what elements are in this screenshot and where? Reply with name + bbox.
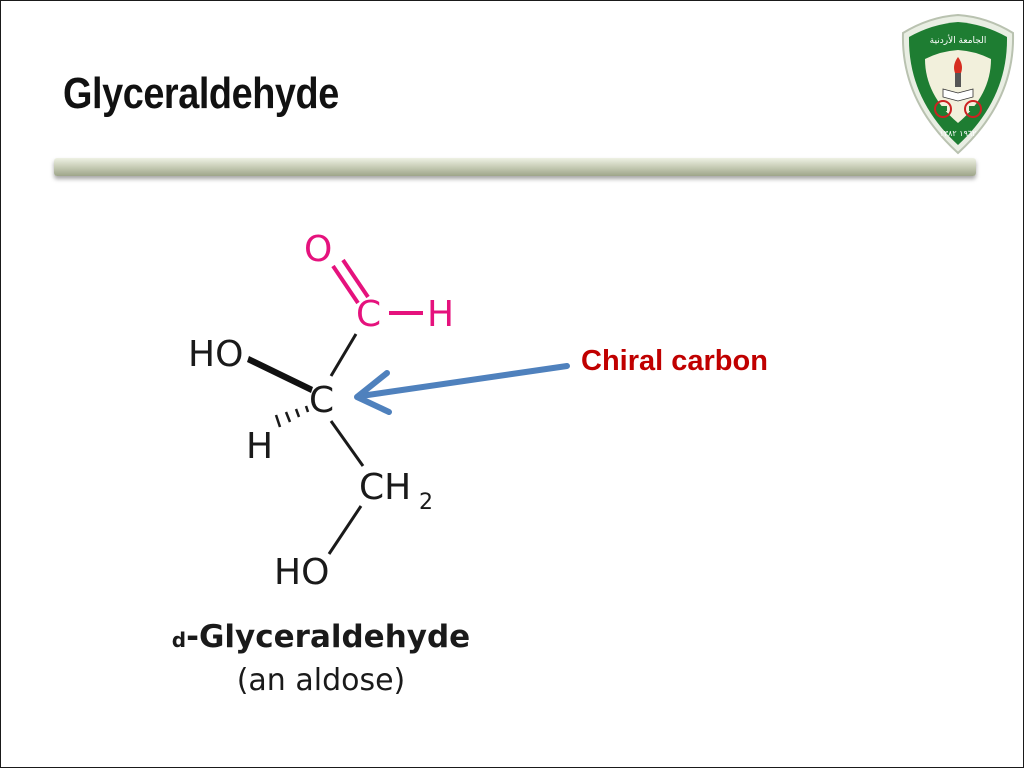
crest-torch-flame-icon [954,57,962,73]
crest-founding-year: ١٩٦٢ ١٣٨٢ [940,129,977,138]
c1-c2-bond [329,333,358,377]
c3-oh-bond [327,505,363,555]
crest-torch-icon [955,73,961,87]
hydrogen-hash-bond [274,405,310,428]
crest-arabic-name: الجامعة الأردنية [930,34,987,46]
terminal-hydroxyl-group: HO [274,552,329,593]
d-glyceraldehyde-structure: O C H HO C H CH 2 HO [188,229,454,593]
molecule-name-main: -Glyceraldehyde [186,619,471,655]
ch2-group: CH [359,467,411,508]
carbonyl-double-bond-1 [331,264,360,305]
c2-c3-bond [329,420,365,467]
crest-left-emblem-icon [934,100,952,118]
carbonyl-double-bond-2 [341,258,370,299]
crest-book-icon [942,88,974,102]
aldehyde-hydrogen-atom: H [427,294,454,335]
aldehyde-carbon-atom: C [356,294,381,335]
carbonyl-oxygen-atom: O [304,229,332,270]
chiral-carbon-label: Chiral carbon [581,345,768,377]
hydroxyl-wedge-bond [247,356,313,393]
slide-title: Glyceraldehyde [63,69,339,118]
molecule-name: d-Glyceraldehyde [141,619,501,655]
crest-right-emblem-icon [964,100,982,118]
molecule-name-prefix: d [171,628,187,652]
chiral-carbon-atom: C [309,380,334,421]
ch2-subscript: 2 [419,490,433,515]
hydroxyl-left-group: HO [188,334,243,375]
hydrogen-left-atom: H [246,426,273,467]
university-crest-logo: الجامعة الأردنية ١٩٦٢ ١٣٨٢ [901,13,1015,155]
molecule-classification: (an aldose) [236,663,406,698]
title-divider [54,158,976,176]
